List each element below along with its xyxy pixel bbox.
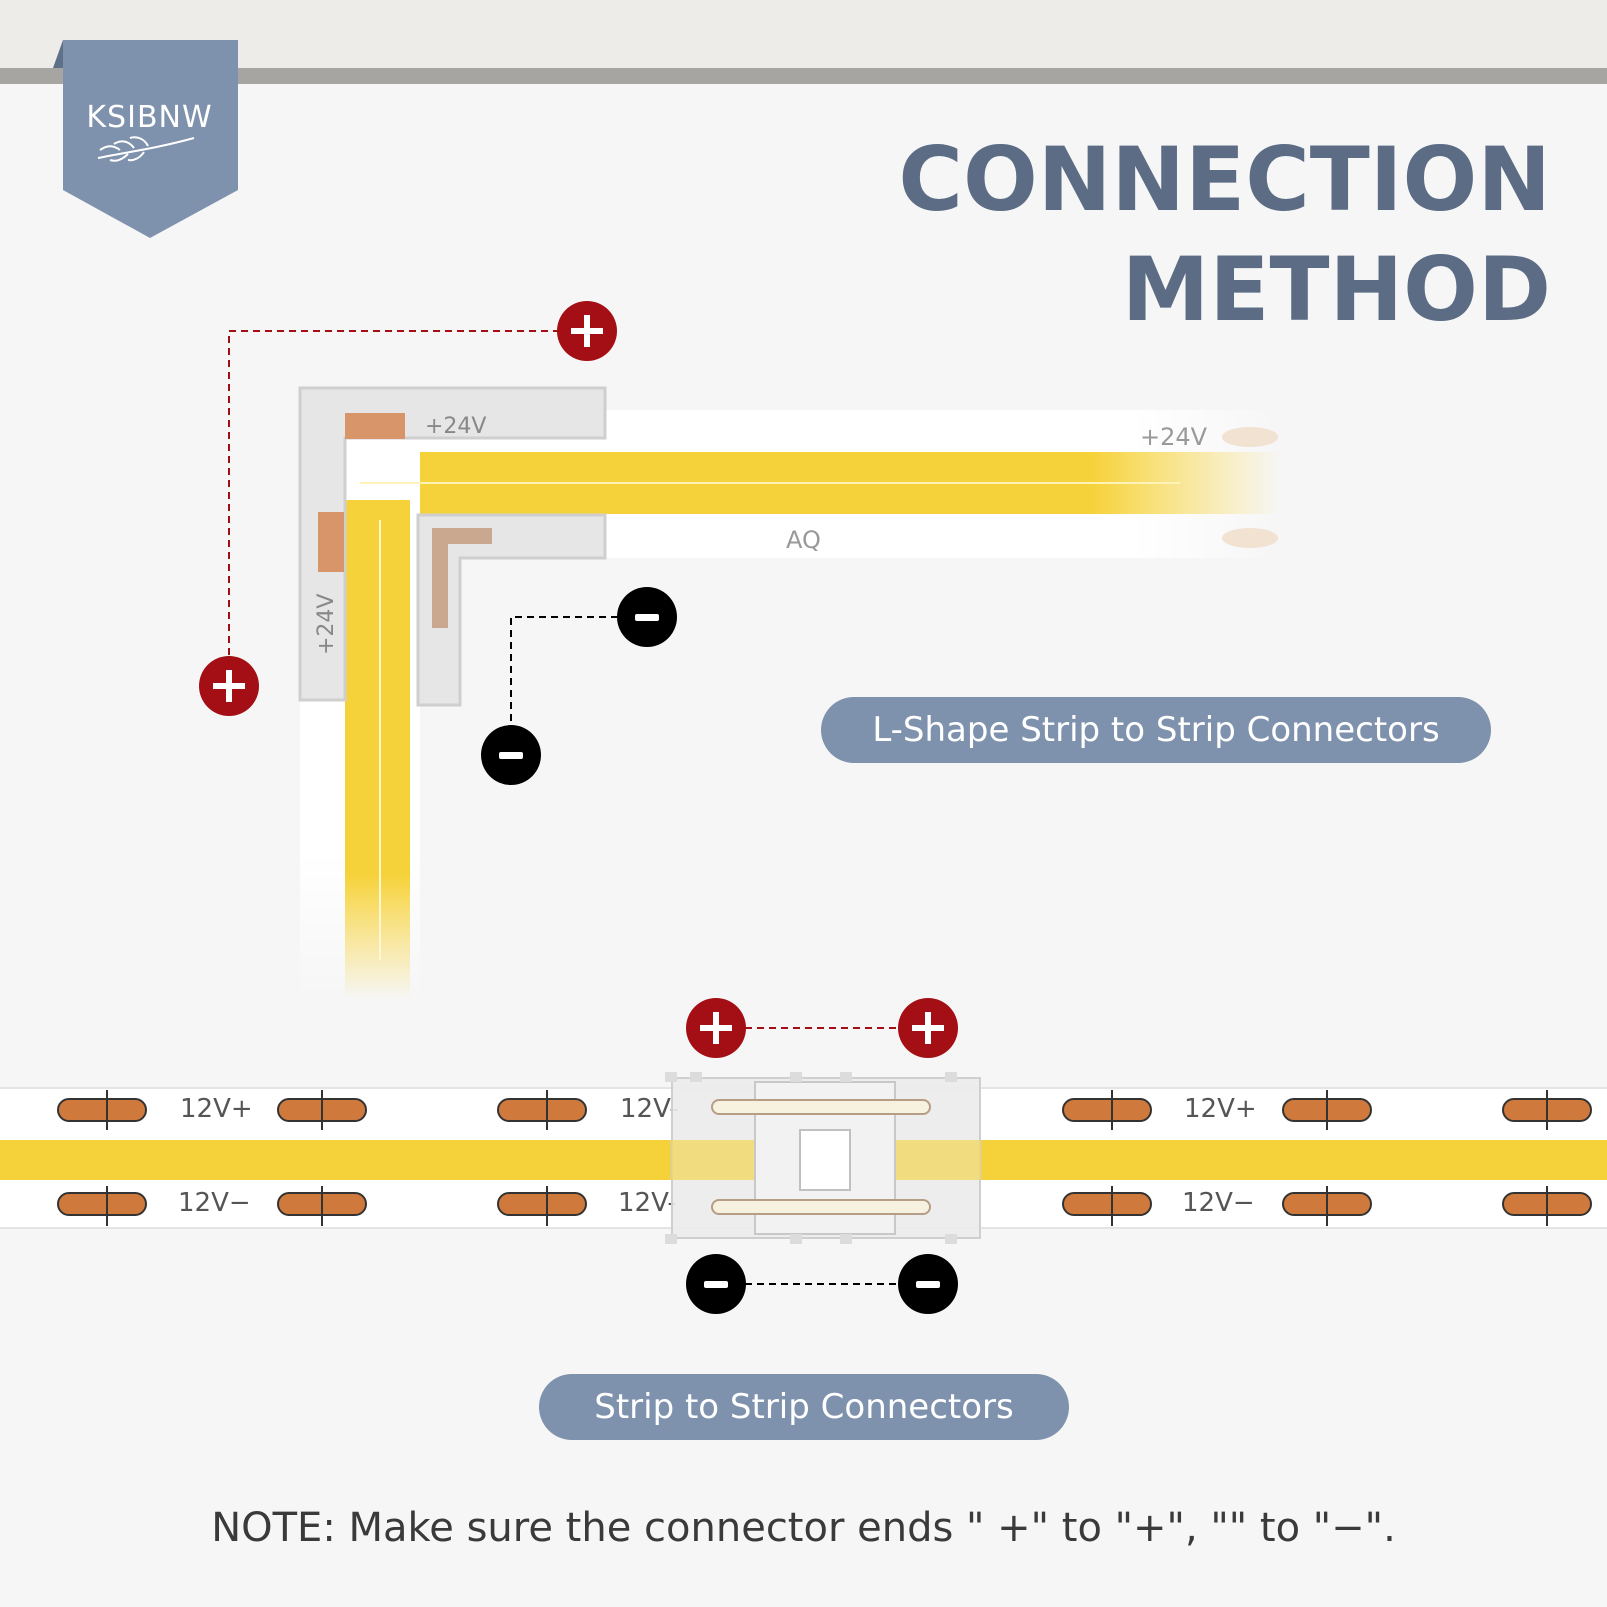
- plus-icon: [686, 998, 746, 1058]
- page-title-line-1: CONNECTION: [898, 128, 1551, 231]
- plus-icon: [199, 656, 259, 716]
- minus-icon: [617, 587, 677, 647]
- top-band: [0, 0, 1607, 70]
- minus-icon: [898, 1254, 958, 1314]
- l-minus-guide: [510, 616, 618, 725]
- plus-icon: [557, 301, 617, 361]
- strip-label-left-bottom: 12V−: [178, 1188, 251, 1218]
- strip-label-right-bottom: 12V−: [1182, 1188, 1255, 1218]
- l-strip-print-top: +24V: [1140, 423, 1208, 451]
- strip-label-left-top: 12V+: [180, 1094, 253, 1124]
- minus-icon: [481, 725, 541, 785]
- strip-connector-label: Strip to Strip Connectors: [539, 1374, 1069, 1440]
- brand-badge: [53, 40, 238, 238]
- page-title-line-2: METHOD: [1121, 238, 1551, 341]
- strip-label-right-top: 12V+: [1184, 1094, 1257, 1124]
- strip-label-mid-top: 12V-: [620, 1094, 679, 1124]
- top-rule: [0, 68, 1607, 84]
- leaf-icon: [97, 136, 195, 162]
- straight-connector: [665, 1072, 981, 1244]
- strip-label-mid-bottom: 12V-: [618, 1188, 677, 1218]
- l-strip-print-mid: AQ: [786, 526, 821, 554]
- plus-icon: [898, 998, 958, 1058]
- l-shape-connector: [298, 386, 607, 707]
- l-plus-guide: [228, 330, 560, 660]
- l-connector-print-vertical: +24V: [314, 594, 339, 655]
- copper-pads: [57, 1090, 1592, 1226]
- polarity-note: NOTE: Make sure the connector ends " +" …: [211, 1505, 1396, 1551]
- minus-icon: [686, 1254, 746, 1314]
- l-connector-print: +24V: [425, 414, 486, 439]
- l-shape-connector-label: L-Shape Strip to Strip Connectors: [821, 697, 1491, 763]
- brand-name: KSIBNW: [86, 100, 213, 135]
